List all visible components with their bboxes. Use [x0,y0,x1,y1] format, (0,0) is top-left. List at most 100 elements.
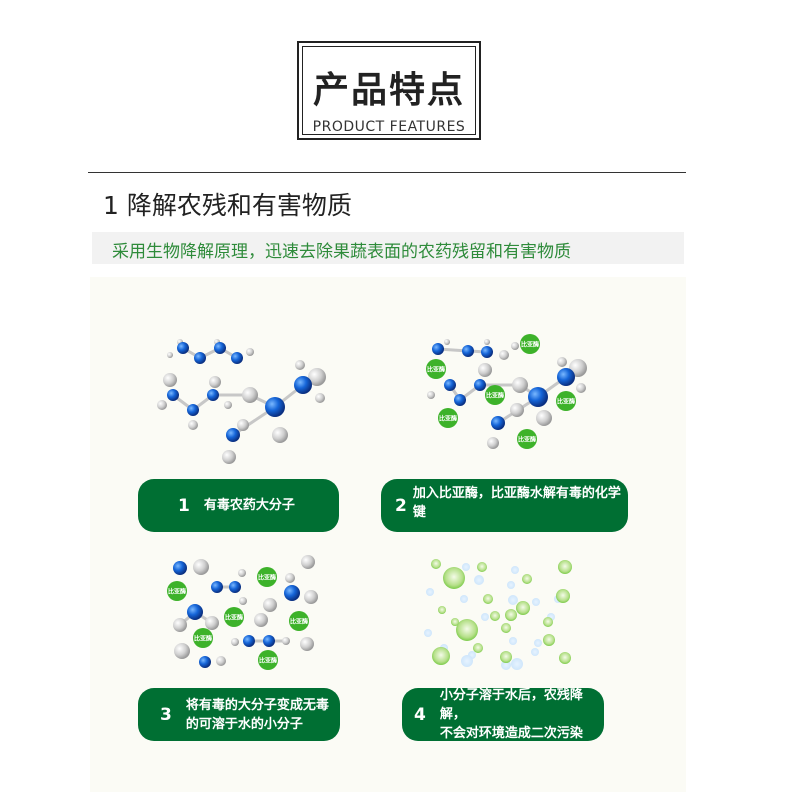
blue-atom [214,342,226,354]
subtitle-text: 采用生物降解原理，迅速去除果蔬表面的农药残留和有害物质 [112,242,571,262]
step-number: 1 [178,495,190,516]
gray-atom [301,555,315,569]
blue-atom [226,428,240,442]
water-bubble [511,658,523,670]
water-bubble [474,575,484,585]
enzyme-label: 比亚酶 [290,618,308,626]
blue-atom [199,656,211,668]
gray-atom [157,400,167,410]
water-bubble [426,588,434,596]
gray-atom [499,350,509,360]
gray-atom [163,373,177,387]
water-bubble [507,581,515,589]
gray-atom [224,401,232,409]
enzyme-molecule [520,334,540,354]
enzyme-molecule [167,581,187,601]
blue-atom [211,581,223,593]
gray-atom [188,420,198,430]
blue-atom [167,389,179,401]
blue-atom [207,389,219,401]
small-molecule [438,606,446,614]
enzyme-label: 比亚酶 [518,436,536,444]
blue-atom [173,561,187,575]
gray-atom [209,376,221,388]
small-molecule [500,651,512,663]
title-chinese: 产品特点 [312,70,465,111]
step-text: 有毒农药大分子 [203,498,295,513]
enzyme-label: 比亚酶 [258,574,276,582]
step-number: 2 [395,495,407,516]
enzyme-molecule [224,607,244,627]
water-bubble [481,613,489,621]
blue-atom [481,346,493,358]
small-molecule [490,611,500,621]
small-molecule [477,562,487,572]
gray-atom [300,637,314,651]
small-molecule [432,647,450,665]
gray-atom [315,393,325,403]
blue-atom [177,342,189,354]
enzyme-molecule [556,391,576,411]
blue-atom [229,581,241,593]
gray-atom [282,637,290,645]
gray-atom [193,559,209,575]
gray-atom [484,339,490,345]
gray-atom [174,643,190,659]
blue-atom [194,352,206,364]
blue-atom [263,635,275,647]
small-molecule [456,619,478,641]
small-molecule [543,634,555,646]
gray-atom [242,387,258,403]
step-number: 4 [414,704,426,725]
gray-atom [304,590,318,604]
small-molecule [516,601,530,615]
blue-atom [474,379,486,391]
enzyme-label: 比亚酶 [521,341,539,349]
step-number: 3 [160,704,172,725]
water-bubble [534,639,542,647]
enzyme-label: 比亚酶 [259,657,277,665]
small-molecule [443,567,465,589]
gray-atom [512,377,528,393]
divider [88,172,686,173]
step-text-line: 的可溶于水的小分子 [185,716,303,732]
blue-atom [432,343,444,355]
water-bubble [462,563,470,571]
gray-atom [237,419,249,431]
water-bubble [461,655,473,667]
gray-atom [536,410,552,426]
blue-atom [265,397,285,417]
water-bubble [501,660,511,670]
step-text-line: 将有毒的大分子变成无毒 [185,697,329,713]
gray-atom [444,339,450,345]
gray-atom [254,613,268,627]
gray-atom [263,598,277,612]
blue-atom [557,368,575,386]
gray-atom [576,383,586,393]
step-text: 加入比亚酶，比亚酶水解有毒的化学键 [412,485,621,520]
step-3-card: 3 将有毒的大分子变成无毒的可溶于水的小分子 [138,688,340,741]
step-1-card: 1 有毒农药大分子 [138,479,339,532]
enzyme-molecule [485,385,505,405]
blue-atom [444,379,456,391]
small-molecule [451,618,459,626]
small-molecule [522,574,532,584]
enzyme-label: 比亚酶 [486,392,504,400]
gray-atom [173,618,187,632]
enzyme-molecule [426,359,446,379]
gray-atom [427,391,435,399]
water-bubble [460,595,468,603]
enzyme-molecule [438,408,458,428]
gray-atom [557,357,567,367]
blue-atom [243,635,255,647]
step-2-card: 2 加入比亚酶，比亚酶水解有毒的化学键 [381,479,628,532]
blue-atom [454,394,466,406]
water-bubble [509,637,517,645]
blue-atom [462,345,474,357]
gray-atom [308,368,326,386]
enzyme-molecule [289,611,309,631]
subtitle-bar: 采用生物降解原理，迅速去除果蔬表面的农药残留和有害物质 [92,232,684,264]
gray-atom [246,348,254,356]
small-molecule [431,559,441,569]
gray-atom [222,450,236,464]
